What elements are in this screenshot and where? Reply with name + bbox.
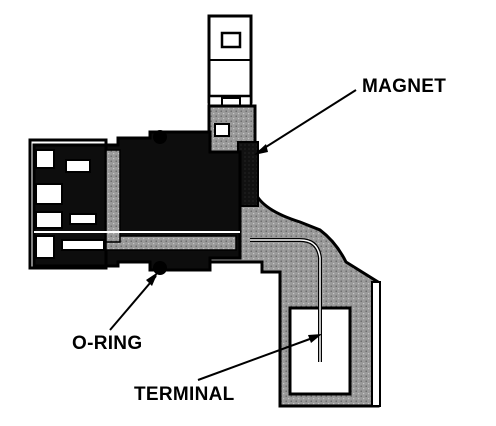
terminal-label: TERMINAL bbox=[134, 384, 235, 405]
terminal bbox=[250, 238, 322, 362]
leader-line-magnet bbox=[254, 89, 357, 155]
leader-line-o-ring bbox=[109, 272, 158, 331]
sensor-probe-body bbox=[28, 130, 242, 272]
upper-mounting-tab bbox=[207, 14, 253, 108]
o-ring-label: O-RING bbox=[72, 333, 143, 354]
magnet-label: MAGNET bbox=[362, 76, 447, 97]
o-ring bbox=[153, 130, 167, 275]
leader-line-terminal bbox=[197, 334, 322, 381]
